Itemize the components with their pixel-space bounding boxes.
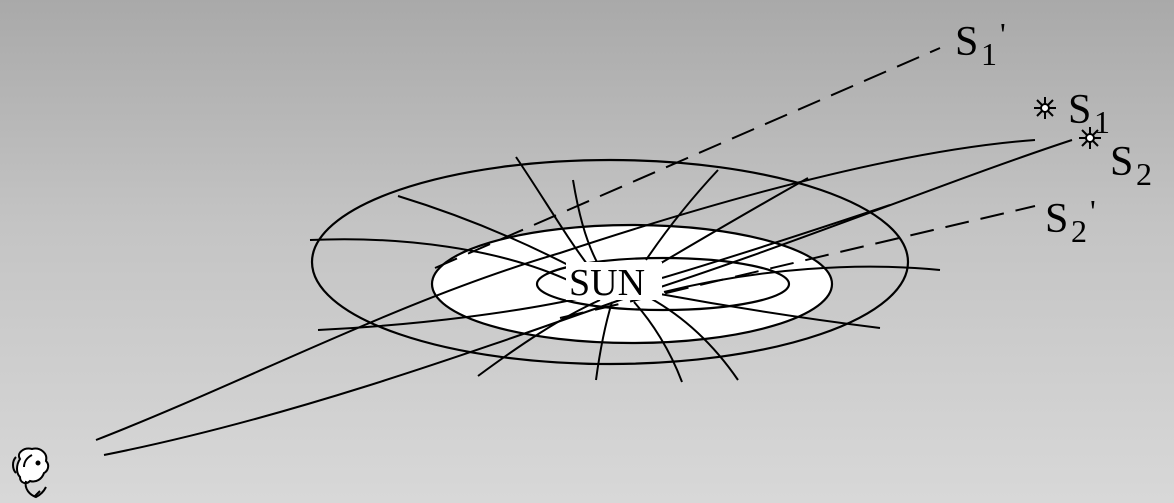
s1-label: S	[1068, 87, 1091, 133]
s2-subscript: 2	[1136, 156, 1152, 192]
s1-subscript: 1	[1094, 104, 1110, 140]
field-line	[309, 238, 573, 283]
apparent-s2: S 2 '	[1045, 193, 1096, 249]
star-s2: S 2	[1079, 127, 1152, 192]
field-line	[397, 195, 575, 269]
dashed-line-s1-prime	[434, 47, 941, 269]
s2-label: S	[1110, 139, 1133, 185]
field-line	[477, 299, 601, 377]
star-icon	[1034, 97, 1056, 119]
observer-face-icon	[12, 447, 50, 499]
outer-corona-ellipse	[310, 158, 910, 366]
star-icon	[1079, 127, 1101, 149]
field-line	[655, 177, 809, 267]
field-line	[572, 179, 599, 265]
s1-prime-mark: '	[1000, 16, 1006, 52]
ray-to-s1	[95, 139, 1036, 441]
star-s1: S 1	[1034, 87, 1110, 140]
inner-corona-ellipse	[535, 256, 791, 312]
field-line	[633, 301, 683, 383]
field-line	[649, 297, 739, 381]
field-line	[663, 265, 941, 293]
s2-prime-label: S	[1045, 196, 1068, 242]
field-line	[659, 293, 881, 329]
field-line	[661, 204, 891, 279]
apparent-s1: S 1 '	[955, 16, 1006, 72]
s1-prime-subscript: 1	[981, 36, 997, 72]
sun-label: SUN	[569, 262, 645, 304]
s2-prime-mark: '	[1090, 193, 1096, 229]
ray-to-s2	[103, 139, 1073, 456]
s2-prime-subscript: 2	[1071, 213, 1087, 249]
field-line	[595, 301, 613, 381]
light-rays	[95, 139, 1073, 456]
sun-label-box	[566, 262, 662, 300]
s1-prime-label: S	[955, 19, 978, 65]
